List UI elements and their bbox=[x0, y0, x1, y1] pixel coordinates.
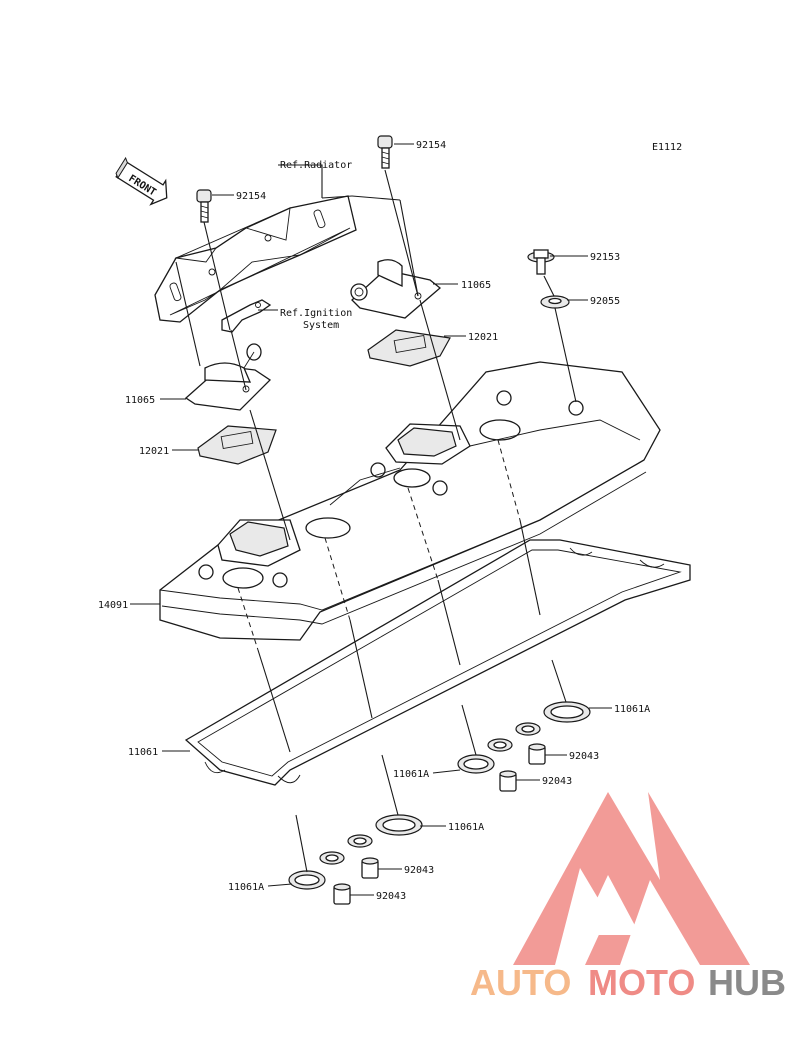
label-11065-left: 11065 bbox=[125, 395, 155, 406]
gasket-12021-right bbox=[367, 329, 451, 367]
small-seals bbox=[319, 722, 541, 865]
label-92043-2: 92043 bbox=[542, 776, 572, 787]
ring-11061A-2 bbox=[457, 754, 495, 774]
label-92043-3: 92043 bbox=[404, 865, 434, 876]
collar-92043-4 bbox=[333, 883, 351, 905]
bolt-92153 bbox=[527, 249, 555, 275]
collar-92043-2 bbox=[499, 770, 517, 792]
collar-92043-1 bbox=[528, 743, 546, 765]
gasket-11061 bbox=[184, 539, 691, 786]
bolt-92154-left bbox=[196, 189, 212, 223]
radiator-bracket bbox=[154, 195, 357, 323]
label-11061A-4: 11061A bbox=[228, 882, 264, 893]
label-12021-right: 12021 bbox=[468, 332, 498, 343]
label-92154-top: 92154 bbox=[416, 140, 446, 151]
washer-92055 bbox=[540, 295, 570, 309]
label-ref-ignition-2: System bbox=[303, 320, 339, 331]
alignment-lines bbox=[175, 169, 577, 873]
label-92153: 92153 bbox=[590, 252, 620, 263]
label-ref-ignition-1: Ref.Ignition bbox=[280, 308, 352, 319]
cylinder-head-cover-14091 bbox=[159, 361, 661, 641]
label-92154-left: 92154 bbox=[236, 191, 266, 202]
watermark-logo bbox=[513, 792, 750, 965]
label-11061: 11061 bbox=[128, 747, 158, 758]
label-11061A-2: 11061A bbox=[393, 769, 429, 780]
ring-11061A-1 bbox=[543, 701, 591, 723]
label-92055: 92055 bbox=[590, 296, 620, 307]
label-14091: 14091 bbox=[98, 600, 128, 611]
cap-11065-left bbox=[184, 343, 272, 411]
diagram-code: E1112 bbox=[652, 142, 682, 153]
watermark-text-auto: AUTO bbox=[470, 962, 571, 1003]
gasket-12021-left bbox=[197, 425, 277, 465]
label-11061A-1: 11061A bbox=[614, 704, 650, 715]
bolt-92154-top bbox=[377, 135, 393, 169]
label-12021-left: 12021 bbox=[139, 446, 169, 457]
ring-11061A-4 bbox=[288, 870, 326, 890]
label-11065-right: 11065 bbox=[461, 280, 491, 291]
ring-11061A-3 bbox=[375, 814, 423, 836]
label-92043-1: 92043 bbox=[569, 751, 599, 762]
leader-lines bbox=[130, 143, 612, 896]
watermark-text-moto: MOTO bbox=[588, 962, 695, 1003]
front-arrow-icon bbox=[115, 156, 168, 206]
ignition-bracket bbox=[221, 299, 272, 333]
label-92043-4: 92043 bbox=[376, 891, 406, 902]
cap-11065-right bbox=[350, 259, 442, 319]
watermark-text-hub: HUB bbox=[708, 962, 786, 1003]
collar-92043-3 bbox=[361, 857, 379, 879]
label-11061A-3: 11061A bbox=[448, 822, 484, 833]
label-ref-radiator: Ref.Radiator bbox=[280, 160, 352, 171]
